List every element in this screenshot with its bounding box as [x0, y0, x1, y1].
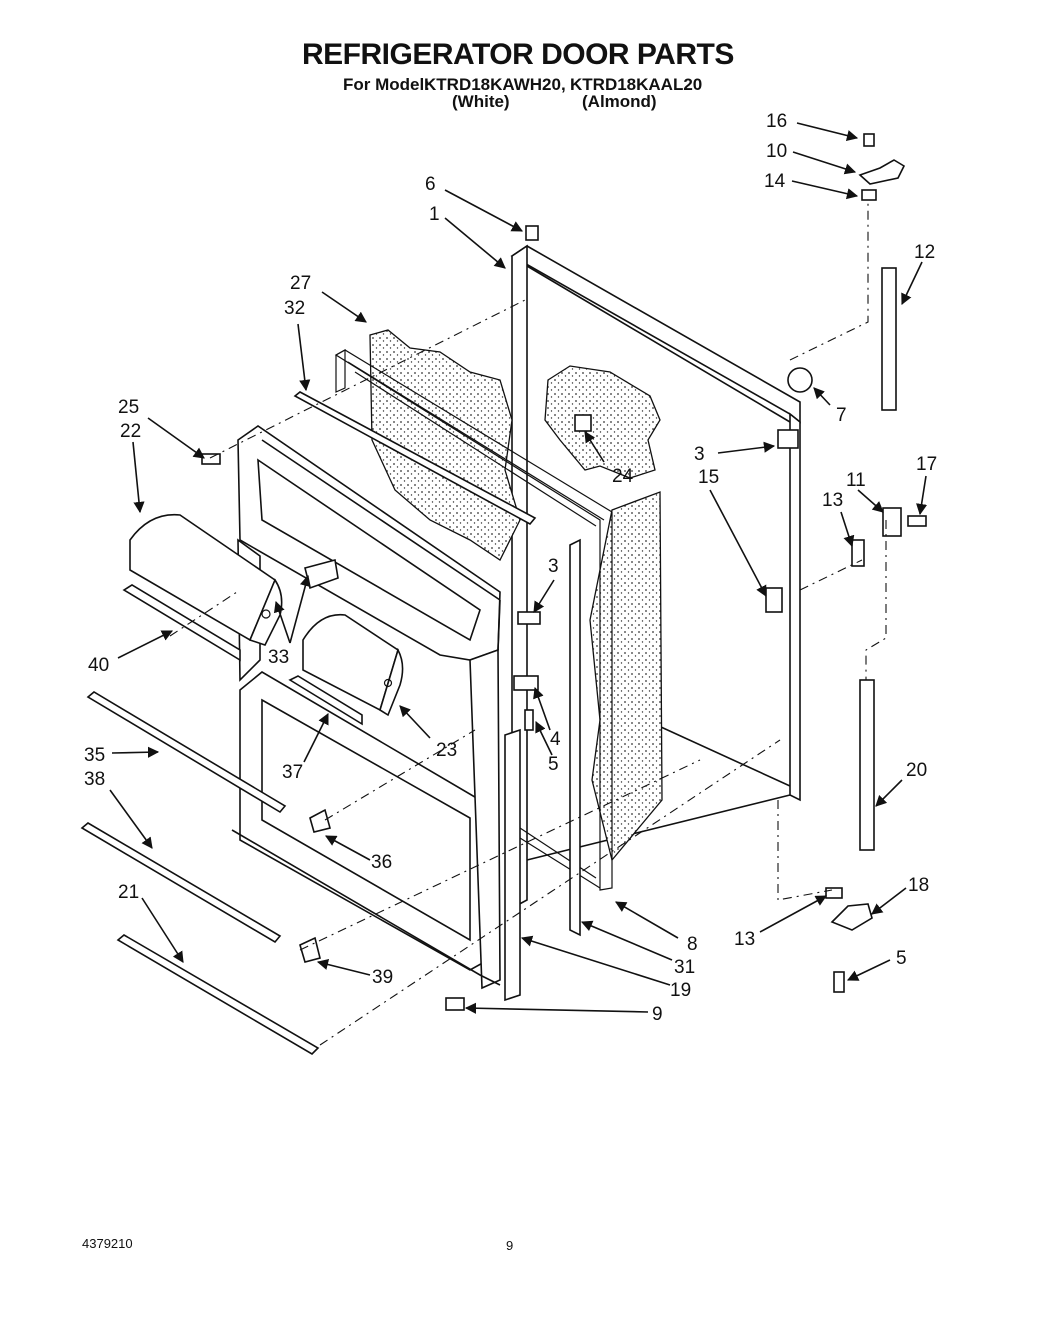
callout-labels: 16 10 14 12 7 3 15 11 17 13 20 13 18 5 6… [84, 111, 937, 1025]
door-screw-9 [445, 997, 465, 1011]
trim-strip-35 [86, 691, 287, 814]
callout-16: 16 [766, 111, 787, 132]
hinge-screw-16 [863, 133, 875, 147]
hinge-cover-12 [881, 267, 897, 411]
callout-35: 35 [84, 745, 105, 766]
callout-12: 12 [914, 242, 935, 263]
callout-38: 38 [84, 769, 105, 790]
top-hinge-hardware [765, 133, 927, 993]
hinge-shim-13b [825, 887, 843, 899]
door-shelf-small [288, 613, 404, 726]
door-stop-screw-5 [524, 709, 534, 731]
page-number: 9 [506, 1238, 514, 1253]
door-gasket [334, 348, 613, 891]
handle-trim [569, 538, 581, 937]
trim-strip-21 [116, 934, 320, 1056]
hinge-shim-14 [861, 189, 877, 201]
callout-5a: 5 [548, 754, 559, 775]
model-number-almond: KTRD18KAAL20 [570, 75, 703, 94]
document-number: 4379210 [82, 1236, 133, 1251]
callout-4: 4 [550, 729, 561, 750]
callout-10: 10 [766, 141, 787, 162]
bottom-hinge-18 [830, 903, 873, 931]
model-color-almond: (Almond) [582, 92, 657, 111]
callout-13b: 13 [734, 929, 755, 950]
callout-9: 9 [652, 1004, 663, 1025]
hinge-screw-17 [907, 515, 927, 527]
trim-clip-36 [309, 808, 331, 833]
door-stop-4 [513, 675, 539, 691]
door-foam-right [589, 491, 663, 862]
callout-15: 15 [698, 467, 719, 488]
callout-22: 22 [120, 421, 141, 442]
hinge-bracket-3 [777, 429, 799, 449]
callout-8: 8 [687, 934, 698, 955]
callout-1: 1 [429, 204, 440, 225]
hinge-screw-5 [833, 971, 845, 993]
trim-clip-39 [299, 936, 321, 963]
callout-18: 18 [908, 875, 929, 896]
callout-32: 32 [284, 298, 305, 319]
callout-27: 27 [290, 273, 311, 294]
insulation-cutaway [544, 365, 661, 479]
callout-6: 6 [425, 174, 436, 195]
callout-13a: 13 [822, 490, 843, 511]
callout-25: 25 [118, 397, 139, 418]
callout-3b: 3 [694, 444, 705, 465]
page-title: REFRIGERATOR DOOR PARTS [302, 38, 734, 71]
callout-36: 36 [371, 852, 392, 873]
callout-39: 39 [372, 967, 393, 988]
breaker-strip [504, 728, 521, 1002]
callout-20: 20 [906, 760, 927, 781]
top-hinge-10 [858, 159, 906, 185]
center-hinge-11 [882, 507, 902, 537]
callout-37: 37 [282, 762, 303, 783]
door-screw-6 [525, 225, 539, 241]
callout-17: 17 [916, 454, 937, 475]
callout-24: 24 [612, 466, 634, 487]
outer-door-panel [510, 244, 801, 910]
callout-21: 21 [118, 882, 139, 903]
callout-7: 7 [836, 405, 847, 426]
leader-lines [109, 122, 928, 1014]
hinge-cap-7 [787, 367, 813, 393]
callout-5b: 5 [896, 948, 907, 969]
shelf-screw-25 [201, 453, 221, 465]
callout-3a: 3 [548, 556, 559, 577]
hinge-cover-20 [859, 679, 875, 851]
callout-19: 19 [670, 980, 691, 1001]
trim-strip-32 [293, 391, 537, 526]
model-prefix: For Model: [343, 75, 430, 94]
hinge-pin-bushing-15 [765, 587, 783, 613]
model-color-white: (White) [452, 92, 510, 111]
model-number-white: KTRD18KAWH20, [424, 75, 566, 94]
callout-14: 14 [764, 171, 786, 192]
door-stop-3 [517, 611, 541, 625]
callout-11: 11 [846, 470, 866, 491]
dairy-door-shelf [122, 513, 283, 662]
callout-23: 23 [436, 740, 457, 761]
trim-strip-38 [80, 822, 282, 944]
alignment-lines [169, 200, 887, 1046]
callout-33: 33 [268, 647, 289, 668]
callout-31: 31 [674, 957, 695, 978]
door-plug-24 [574, 414, 592, 432]
hinge-shim-13 [851, 539, 865, 567]
inner-door-liner [231, 425, 501, 990]
callout-40: 40 [88, 655, 109, 676]
